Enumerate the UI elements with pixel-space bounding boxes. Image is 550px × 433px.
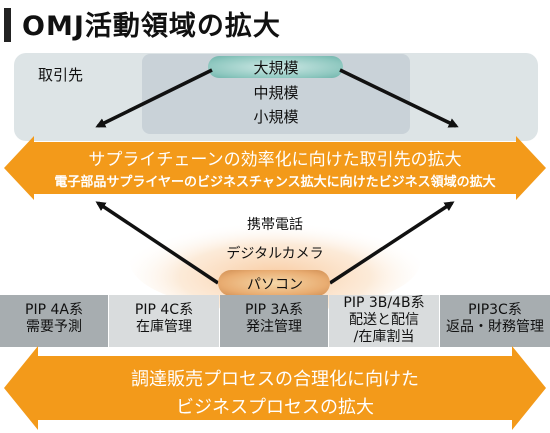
pip-box-3a-desc: 発注管理 <box>246 319 302 335</box>
lower-arrow-line1: 調達販売プロセスの合理化に向けた <box>131 369 419 390</box>
partner-label: 取引先 <box>38 66 84 84</box>
scale-large: 大規模 <box>253 59 299 77</box>
scale-medium: 中規模 <box>253 84 299 102</box>
scale-small: 小規模 <box>253 108 299 126</box>
pc-pill <box>218 270 330 296</box>
pip-box-3c-desc: 返品・財務管理 <box>446 319 544 335</box>
pip-box-3a: PIP 3A系 発注管理 <box>220 295 328 347</box>
pip-box-3b-4b-desc2: /在庫割当 <box>353 329 415 345</box>
product-digital-camera: デジタルカメラ <box>226 246 324 262</box>
pip-box-4c-desc: 在庫管理 <box>136 319 192 335</box>
product-mobile-phone: 携帯電話 <box>247 217 303 233</box>
pip-box-3c-code: PIP3C系 <box>468 302 522 318</box>
pip-box-3a-code: PIP 3A系 <box>245 302 303 318</box>
pip-box-4a-desc: 需要予測 <box>26 319 82 335</box>
pip-box-4c: PIP 4C系 在庫管理 <box>109 295 219 347</box>
pip-box-3b-4b: PIP 3B/4B系 配送と配信 /在庫割当 <box>329 295 439 347</box>
pip-box-3b-4b-code: PIP 3B/4B系 <box>343 295 425 311</box>
lower-double-arrow <box>4 346 546 430</box>
upper-arrow-line2: 電子部品サプライヤーのビジネスチャンス拡大に向けたビジネス領域の拡大 <box>54 175 496 190</box>
upper-arrow-line1: サプライチェーンの効率化に向けた取引先の拡大 <box>88 150 462 170</box>
upper-double-arrow <box>4 136 546 200</box>
pip-box-4c-code: PIP 4C系 <box>134 302 194 318</box>
large-scale-pill <box>208 56 343 78</box>
lower-arrow-line2: ビジネスプロセスの拡大 <box>176 397 374 418</box>
pip-box-4a-code: PIP 4A系 <box>25 302 83 318</box>
pip-box-3b-4b-desc: 配送と配信 <box>349 312 419 328</box>
product-glow <box>130 212 420 310</box>
pip-box-4a: PIP 4A系 需要予測 <box>0 295 108 347</box>
product-pc: パソコン <box>247 277 303 293</box>
pip-box-3c: PIP3C系 返品・財務管理 <box>440 295 550 347</box>
page-title: OMJ活動領域の拡大 <box>22 11 281 42</box>
title-accent-bar <box>4 8 11 42</box>
